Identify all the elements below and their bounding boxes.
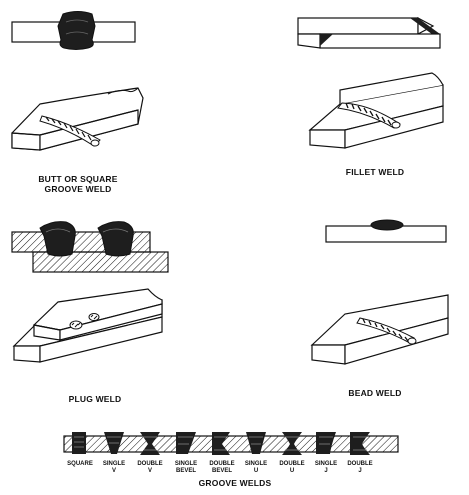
- groove-type-label: SINGLE U: [244, 461, 268, 474]
- groove-type-label: DOUBLE V: [137, 461, 163, 474]
- plug-weld-caption: PLUG WELD: [68, 394, 122, 404]
- bead-weld-plate: [310, 294, 449, 365]
- groove-type-label: SINGLE BEVEL: [174, 461, 198, 474]
- plug-weld-plate: [12, 288, 163, 363]
- groove-type-label: SQUARE: [67, 461, 93, 467]
- fillet-weld-section: [297, 17, 441, 49]
- butt-weld-section: [11, 11, 136, 50]
- groove-welds-caption: GROOVE WELDS: [198, 478, 272, 488]
- bead-weld-section: [325, 219, 447, 243]
- groove-welds-bar: [63, 432, 399, 455]
- groove-type-label: SINGLE J: [314, 461, 338, 474]
- butt-weld-caption: BUTT OR SQUARE GROOVE WELD: [38, 174, 118, 194]
- groove-type-label: DOUBLE U: [279, 461, 305, 474]
- bead-weld-caption: BEAD WELD: [348, 388, 402, 398]
- butt-weld-plate: [11, 87, 144, 151]
- fillet-weld-plate: [308, 72, 444, 149]
- groove-type-label: DOUBLE J: [347, 461, 373, 474]
- plug-weld-section: [11, 221, 169, 273]
- fillet-weld-caption: FILLET WELD: [345, 167, 405, 177]
- groove-type-label: DOUBLE BEVEL: [209, 461, 235, 474]
- groove-type-label: SINGLE V: [102, 461, 126, 474]
